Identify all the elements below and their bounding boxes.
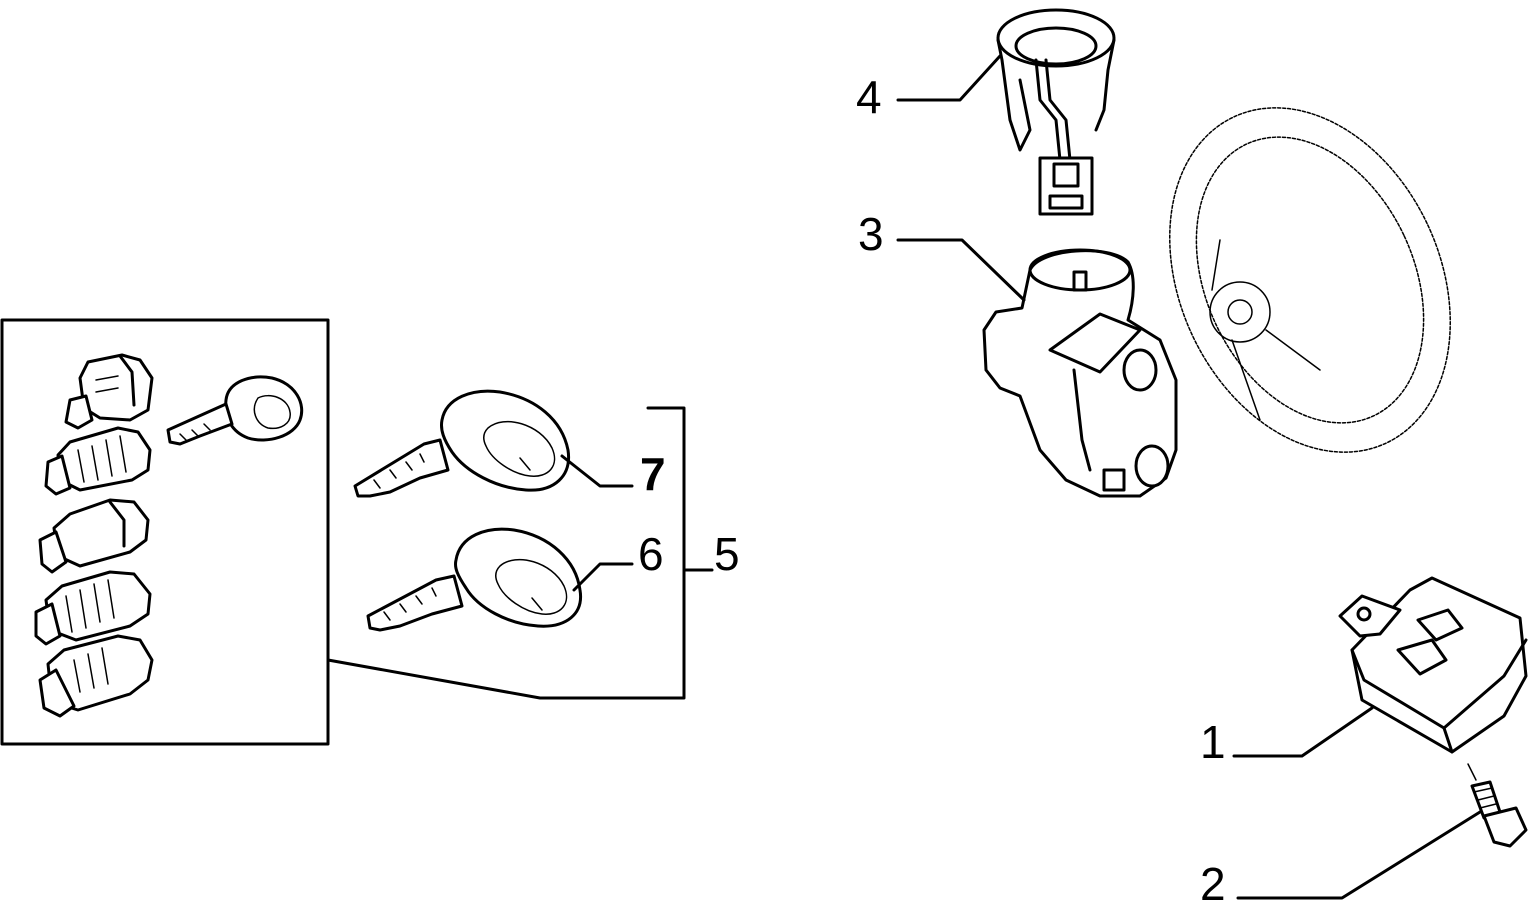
label-6: 6 bbox=[638, 528, 664, 580]
steering-wheel bbox=[1169, 107, 1451, 453]
lock-cylinder-5 bbox=[38, 634, 154, 718]
lock-cylinder-1 bbox=[64, 353, 154, 430]
label-2: 2 bbox=[1200, 858, 1226, 901]
screw-part bbox=[1467, 763, 1528, 848]
part-labels: 4 3 7 6 5 1 2 bbox=[638, 71, 1226, 901]
lock-cylinder-3 bbox=[38, 498, 150, 574]
label-7: 7 bbox=[640, 448, 666, 500]
label-1: 1 bbox=[1200, 716, 1226, 768]
key-7 bbox=[353, 389, 571, 498]
small-key-in-set bbox=[166, 375, 304, 446]
label-3: 3 bbox=[858, 208, 884, 260]
leader-lines bbox=[326, 54, 1482, 900]
label-5: 5 bbox=[714, 528, 740, 580]
control-unit-part bbox=[1338, 576, 1528, 754]
lock-cylinder-2 bbox=[44, 426, 152, 496]
lock-cylinder-4 bbox=[34, 570, 152, 646]
connector-ring-part bbox=[996, 8, 1116, 216]
label-4: 4 bbox=[856, 71, 882, 123]
lock-set-box bbox=[0, 318, 330, 746]
key-6 bbox=[366, 527, 583, 632]
ignition-switch-part bbox=[982, 248, 1178, 498]
